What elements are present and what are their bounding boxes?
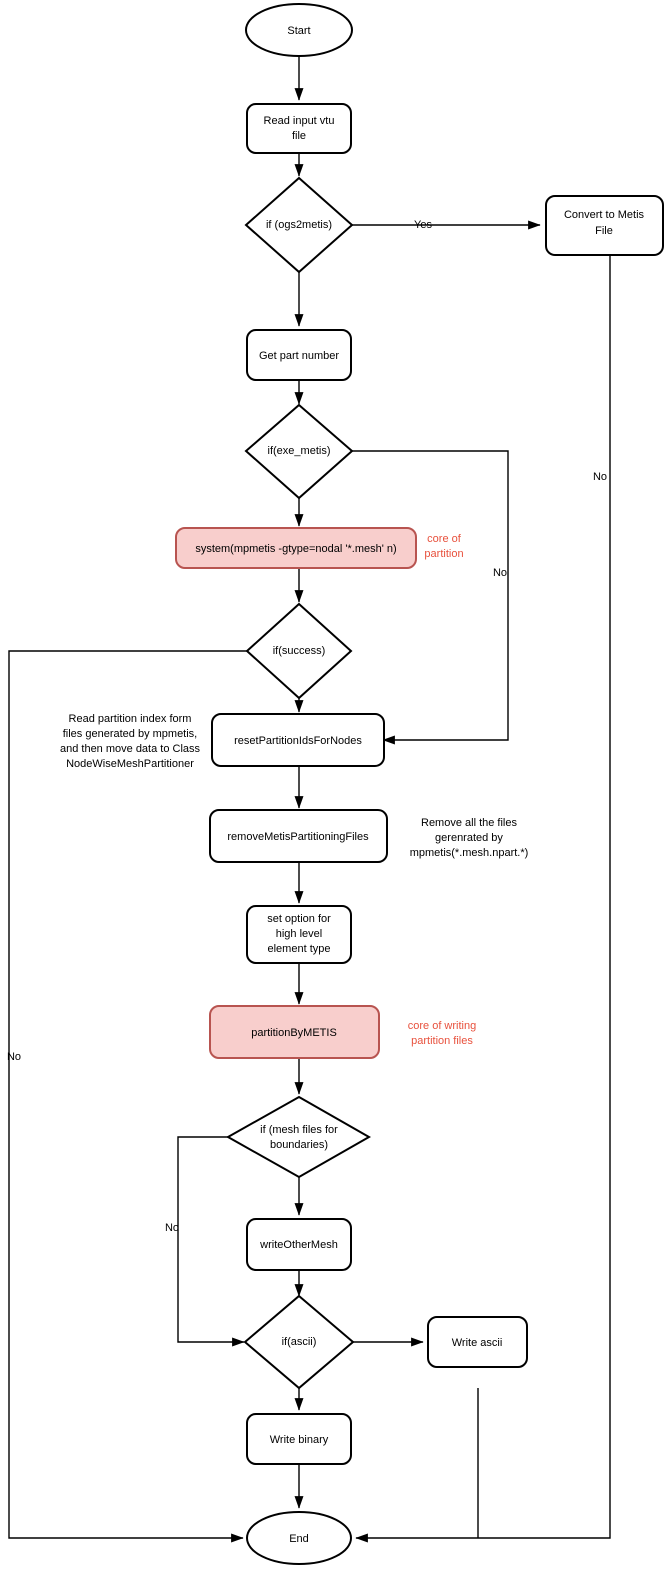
annotation-read-partition-index: Read partition index form files generate… [60,713,201,770]
edge-layer: Convert to Metis File --> Yes Get part n… [7,56,611,1543]
node-end[interactable]: End [246,1511,352,1565]
partition-by-metis-shape [209,1005,380,1059]
reset-partition-label: resetPartitionIdsForNodes [234,735,362,747]
edge-label-mesh-files-no: No [165,1222,179,1234]
node-set-option[interactable]: set option for high level element type [246,905,352,964]
annotation-core-of-writing-line2: partition files [411,1035,473,1047]
if-exe-metis-label: if(exe_metis) [268,445,331,457]
edge-label-convert-metis-no: No [593,471,607,483]
read-input-label-line2: file [292,130,306,142]
if-exe-metis-shape [244,403,354,500]
node-start[interactable]: Start [245,3,353,57]
annotation-remove-all-files-line1: Remove all the files [421,817,517,829]
node-get-part-number[interactable]: Get part number [246,329,352,381]
get-part-number-label: Get part number [259,350,339,362]
system-mpmetis-label: system(mpmetis -gtype=nodal '*.mesh' n) [195,543,396,555]
node-convert-to-metis-file[interactable]: Convert to Metis File [545,195,664,256]
node-write-other-mesh[interactable]: writeOtherMesh [246,1218,352,1271]
node-if-success[interactable]: if(success) [245,602,353,700]
if-success-label: if(success) [273,645,326,657]
if-success-shape [245,602,353,700]
write-other-mesh-shape [246,1218,352,1271]
read-input-shape [246,103,352,154]
node-layer: Start Read input vtu file if (ogs2metis)… [175,3,664,1565]
annotation-read-partition-index-line1: Read partition index form [69,713,192,725]
write-ascii-label: Write ascii [452,1337,503,1349]
edge-label-ogs2metis-yes: Yes [414,219,432,231]
system-mpmetis-shape [175,527,417,569]
get-part-number-shape [246,329,352,381]
annotation-core-of-writing-line1: core of writing [408,1020,476,1032]
annotation-remove-all-files: Remove all the files gerenrated by mpmet… [410,817,529,859]
partition-by-metis-label: partitionByMETIS [251,1027,337,1039]
node-if-mesh-files-for-boundaries[interactable]: if (mesh files for boundaries) [225,1095,372,1179]
if-mesh-files-shape [225,1095,372,1179]
write-ascii-shape [427,1316,528,1368]
edge-label-success-no: No [7,1051,21,1063]
convert-metis-shape [545,195,664,256]
if-ascii-label: if(ascii) [282,1336,317,1348]
edge-if-exe-metis-no-to-reset-partition [352,450,509,745]
set-option-shape [246,905,352,964]
write-other-mesh-label: writeOtherMesh [259,1239,338,1251]
set-option-label-line2: high level [276,928,322,940]
remove-metis-shape [209,809,388,863]
reset-partition-shape [211,713,385,767]
node-partition-by-metis[interactable]: partitionByMETIS [209,1005,380,1059]
node-remove-metis-partitioning-files[interactable]: removeMetisPartitioningFiles [209,809,388,863]
edge-if-mesh-files-no-to-if-ascii [177,1136,245,1347]
start-label: Start [287,25,310,37]
read-input-label-line1: Read input vtu [264,115,335,127]
if-mesh-files-label-line1: if (mesh files for [260,1124,338,1136]
node-if-exe-metis[interactable]: if(exe_metis) [244,403,354,500]
annotation-core-of-partition-line1: core of [427,533,462,545]
node-reset-partition-ids-for-nodes[interactable]: resetPartitionIdsForNodes [211,713,385,767]
node-if-ascii[interactable]: if(ascii) [243,1294,355,1390]
node-if-ogs2metis[interactable]: if (ogs2metis) [244,176,354,274]
annotation-layer: core of partition Read partition index f… [60,533,528,1047]
edge-label-exe-metis-no: No [493,567,507,579]
end-shape [246,1511,352,1565]
annotation-remove-all-files-line3: mpmetis(*.mesh.npart.*) [410,847,529,859]
node-system-mpmetis[interactable]: system(mpmetis -gtype=nodal '*.mesh' n) [175,527,417,569]
annotation-read-partition-index-line2: files generated by mpmetis, [63,728,198,740]
annotation-core-of-writing: core of writing partition files [408,1020,476,1047]
if-ascii-shape [243,1294,355,1390]
annotation-read-partition-index-line3: and then move data to Class [60,743,201,755]
edge-convert-metis-to-end [355,255,611,1543]
set-option-label-line3: element type [268,943,331,955]
end-label: End [289,1533,309,1545]
if-ogs2metis-label: if (ogs2metis) [266,219,332,231]
if-mesh-files-label-line2: boundaries) [270,1139,328,1151]
if-ogs2metis-shape [244,176,354,274]
start-shape [245,3,353,57]
convert-metis-label-line1: Convert to Metis [564,209,645,221]
edge-if-success-no-to-end [8,650,247,1543]
annotation-remove-all-files-line2: gerenrated by [435,832,503,844]
annotation-core-of-partition: core of partition [424,533,463,560]
remove-metis-label: removeMetisPartitioningFiles [227,831,369,843]
write-binary-shape [246,1413,352,1465]
convert-metis-label-line2: File [595,225,613,237]
annotation-core-of-partition-line2: partition [424,548,463,560]
node-write-ascii[interactable]: Write ascii [427,1316,528,1368]
node-read-input-vtu-file[interactable]: Read input vtu file [246,103,352,154]
write-binary-label: Write binary [270,1434,329,1446]
node-write-binary[interactable]: Write binary [246,1413,352,1465]
set-option-label-line1: set option for [267,913,331,925]
annotation-read-partition-index-line4: NodeWiseMeshPartitioner [66,758,194,770]
